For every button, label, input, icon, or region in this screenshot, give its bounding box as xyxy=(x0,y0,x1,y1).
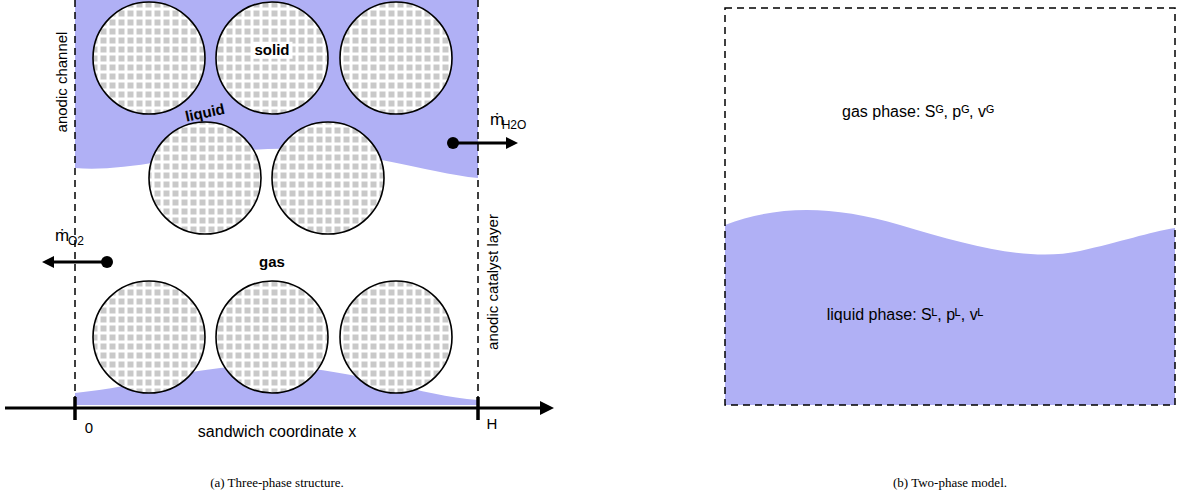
solid-particles xyxy=(93,2,452,393)
boundary-line xyxy=(74,0,76,405)
caption: (b) Two-phase model. xyxy=(893,476,1007,490)
flux-subscript: H2O xyxy=(502,119,527,132)
flux-subscript: O2 xyxy=(68,235,84,248)
phase-description: gas phase: Sᴳ, pᴳ, vᴳ xyxy=(842,103,994,121)
phase-label: solid xyxy=(251,42,292,59)
phase-label: gas xyxy=(259,254,285,271)
model-boundary xyxy=(725,8,1175,405)
phase-label: liquid xyxy=(184,101,227,125)
axis-tick-label: H xyxy=(487,416,498,433)
boundary-line xyxy=(477,0,479,405)
axis xyxy=(5,397,554,420)
flux-symbol: ṁ xyxy=(55,227,69,246)
phase-description: liquid phase: Sᴸ, pᴸ, vᴸ xyxy=(827,306,984,324)
flux-arrow-o2 xyxy=(42,256,113,268)
liquid-phase-region xyxy=(725,210,1175,405)
region-label: anodic channel xyxy=(54,32,71,133)
caption: (a) Three-phase structure. xyxy=(210,476,344,490)
axis-label: sandwich coordinate x xyxy=(198,423,356,441)
axis-tick-label: 0 xyxy=(85,420,93,437)
region-label: anodic catalyst layer xyxy=(485,214,502,350)
flux-arrow-h2o xyxy=(447,137,518,149)
liquid-region xyxy=(75,0,478,178)
